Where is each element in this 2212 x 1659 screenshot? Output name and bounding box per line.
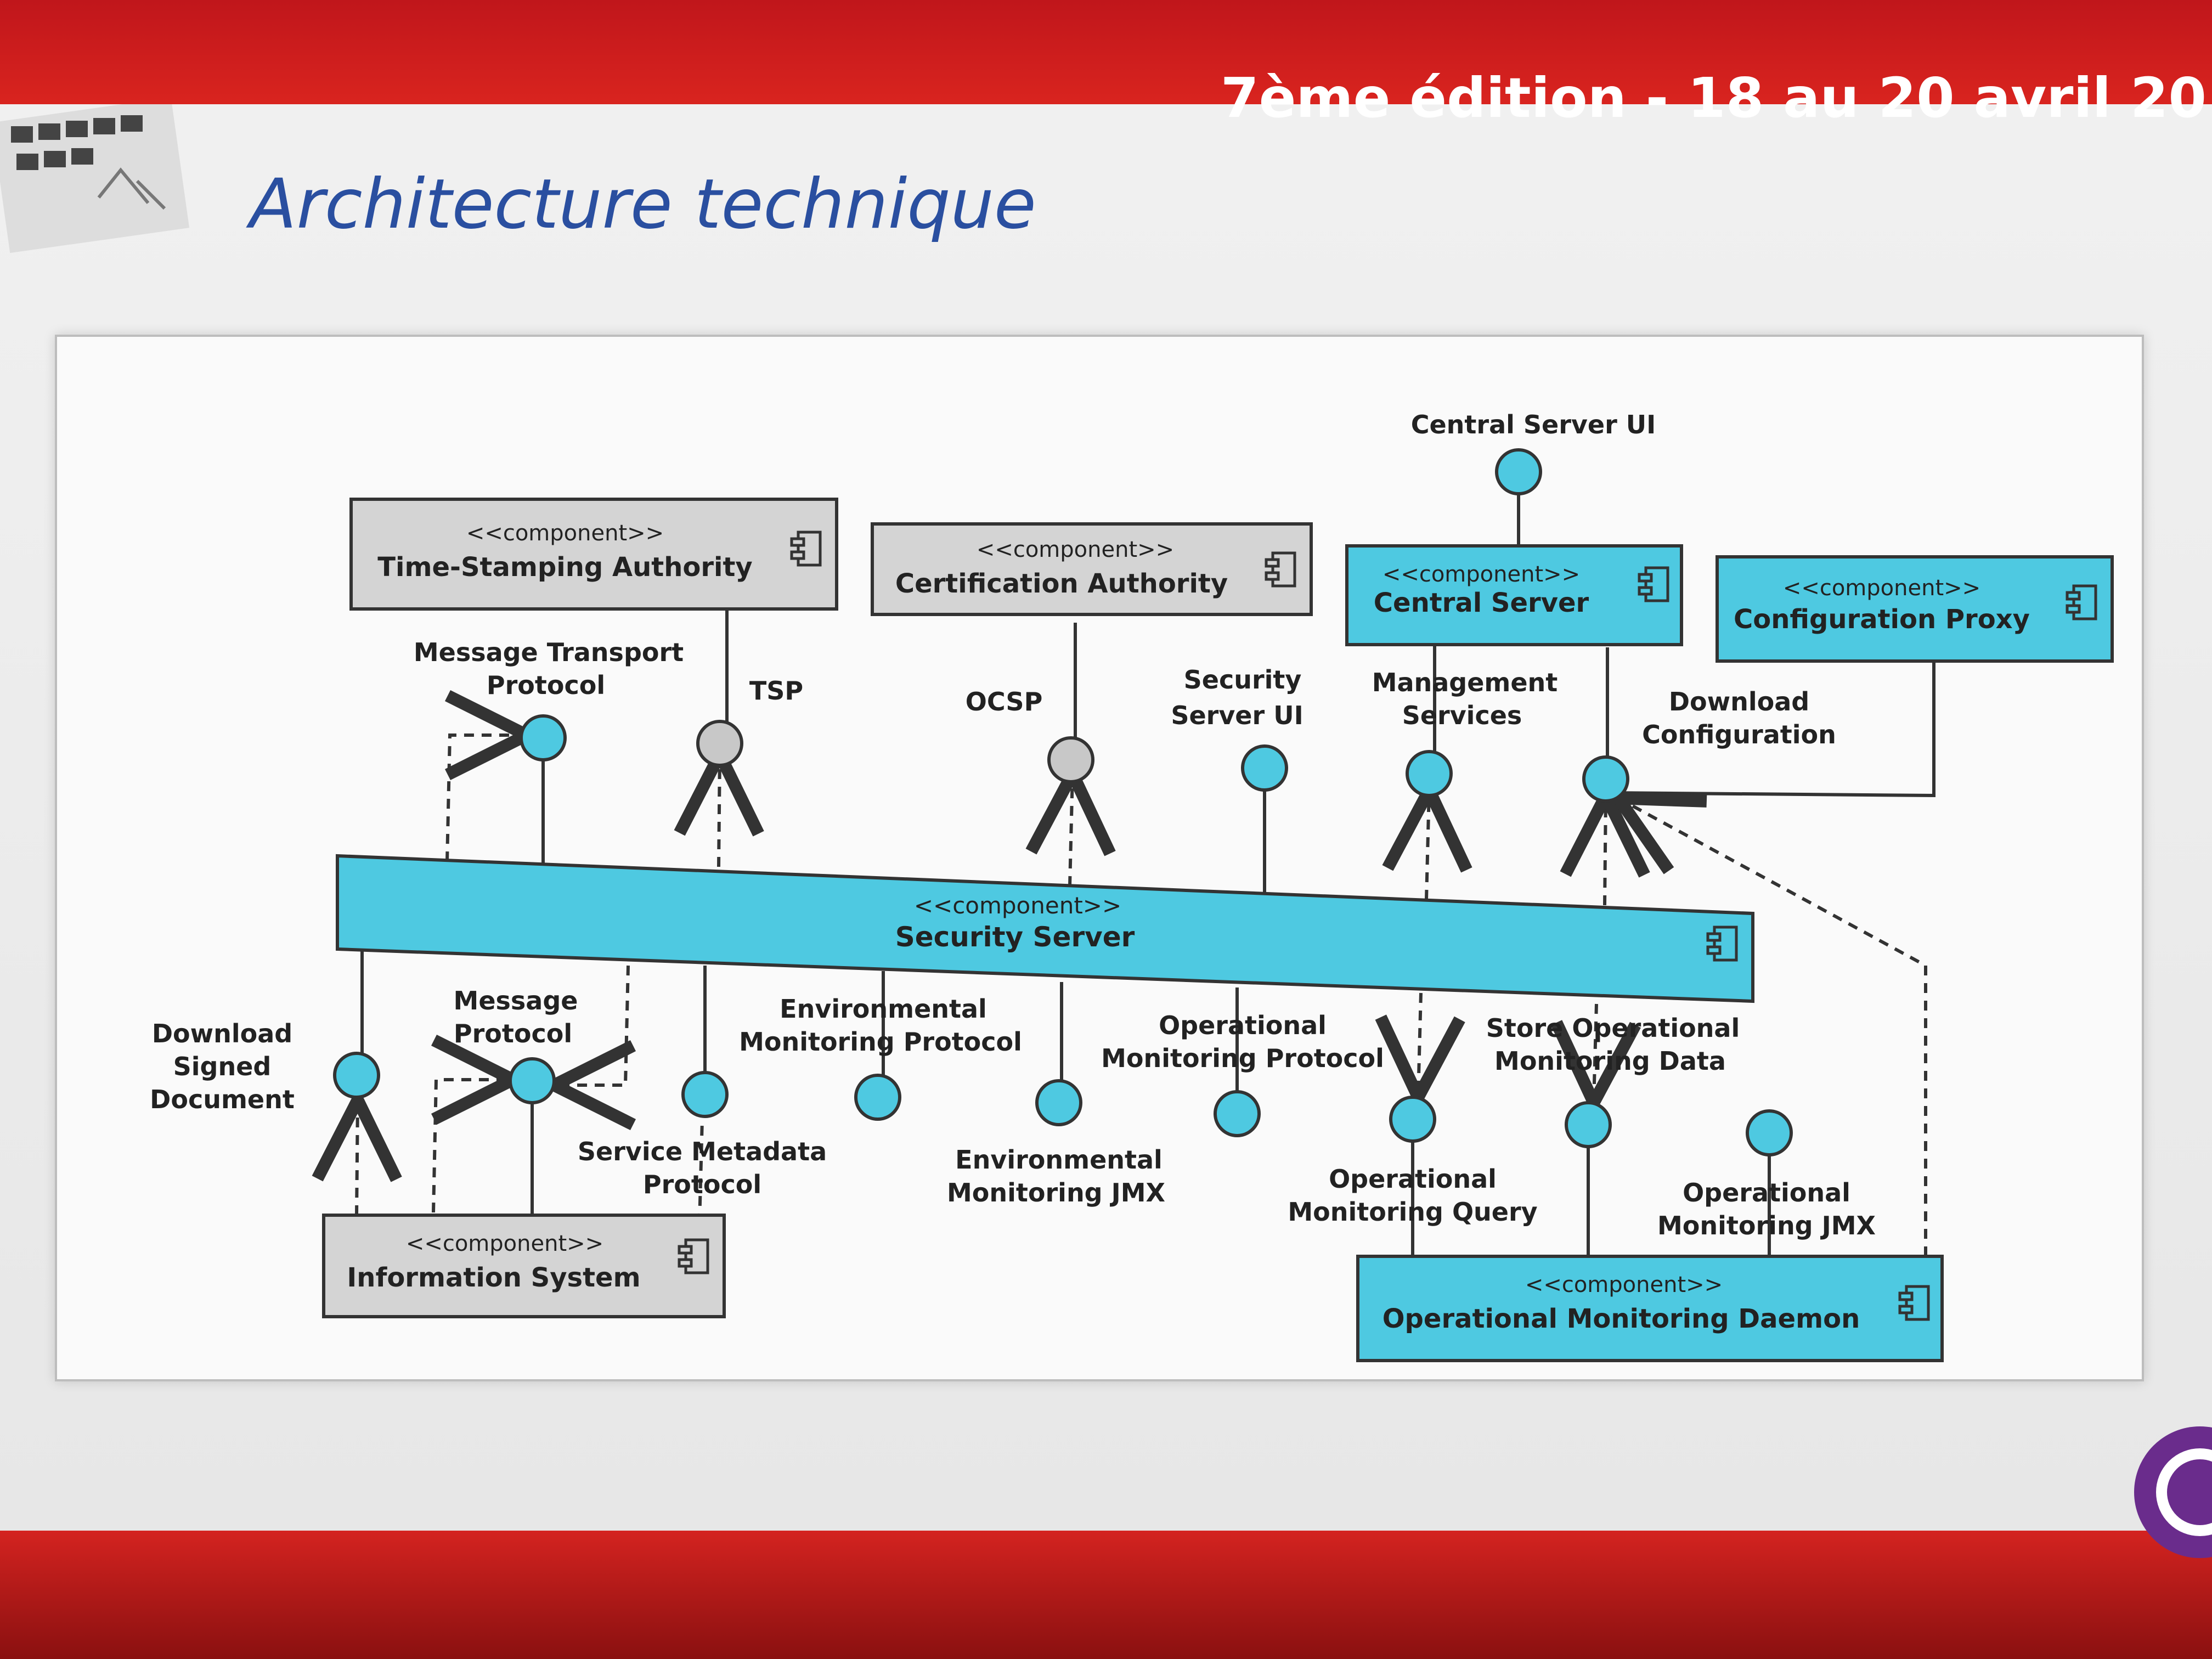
store-op-monitoring-interface-icon [1565, 1101, 1612, 1148]
message-protocol-interface-icon [509, 1057, 556, 1104]
page-title: Architecture technique [250, 165, 1036, 244]
label-op-monitoring-query: Monitoring Query [1288, 1197, 1537, 1227]
label-env-monitoring-protocol: Environmental [780, 994, 987, 1024]
svg-text:Certification Authority: Certification Authority [895, 568, 1228, 599]
label-security-server-ui: Security [1184, 665, 1302, 695]
component-time-stamping-authority: <<component>> Time-Stamping Authority [349, 498, 838, 611]
op-monitoring-protocol-interface-icon [1214, 1090, 1261, 1137]
label-op-monitoring-jmx: Operational [1683, 1178, 1850, 1207]
svg-text:<<component>>: <<component>> [1383, 562, 1580, 587]
label-download-configuration: Configuration [1642, 720, 1836, 749]
download-signed-document-interface-icon [333, 1052, 380, 1099]
central-server-ui-interface-icon [1495, 448, 1542, 495]
keyboard-logo-icon [0, 104, 190, 253]
label-op-monitoring-protocol: Monitoring Protocol [1101, 1043, 1384, 1073]
label-store-op-monitoring: Monitoring Data [1494, 1046, 1726, 1076]
tsp-interface-icon [696, 720, 743, 767]
label-env-monitoring-protocol: Monitoring Protocol [739, 1027, 1022, 1057]
service-metadata-interface-icon [681, 1071, 729, 1118]
svg-text:Configuration Proxy: Configuration Proxy [1734, 604, 2030, 635]
component-icon [790, 531, 822, 567]
edition-text: 7ème édition - 18 au 20 avril 20 [1221, 66, 2207, 130]
management-services-interface-icon [1406, 750, 1453, 797]
label-message-transport: Protocol [487, 670, 605, 700]
component-icon [1706, 926, 1738, 962]
svg-text:Operational Monitoring Daemon: Operational Monitoring Daemon [1383, 1304, 1860, 1334]
label-op-monitoring-protocol: Operational [1159, 1011, 1327, 1040]
label-central-server-ui: Central Server UI [1411, 410, 1656, 439]
label-op-monitoring-query: Operational [1329, 1164, 1497, 1194]
label-download-signed-document: Signed [173, 1052, 272, 1081]
op-monitoring-query-interface-icon [1389, 1096, 1436, 1143]
component-icon [1638, 566, 1669, 602]
svg-text:Time-Stamping Authority: Time-Stamping Authority [377, 552, 752, 583]
component-security-server: <<component>> Security Server [336, 854, 1754, 1003]
component-configuration-proxy: <<component>> Configuration Proxy [1716, 555, 2114, 663]
component-central-server: <<component>> Central Server [1345, 544, 1683, 646]
component-information-system: <<component>> Information System [322, 1214, 726, 1318]
svg-text:<<component>>: <<component>> [1783, 575, 1980, 601]
svg-text:<<component>>: <<component>> [406, 1231, 603, 1256]
security-server-ui-interface-icon [1241, 744, 1288, 792]
label-management-services: Services [1402, 701, 1522, 730]
top-banner: 7ème édition - 18 au 20 avril 20 [0, 0, 2212, 130]
svg-text:Security Server: Security Server [895, 921, 1135, 953]
svg-text:<<component>>: <<component>> [1525, 1272, 1723, 1297]
component-icon [1265, 551, 1296, 588]
component-icon [678, 1238, 709, 1274]
label-env-monitoring-jmx: Monitoring JMX [947, 1178, 1165, 1207]
label-security-server-ui: Server UI [1171, 701, 1303, 730]
label-op-monitoring-jmx: Monitoring JMX [1657, 1211, 1876, 1240]
op-monitoring-jmx-interface-icon [1746, 1109, 1793, 1156]
ocsp-interface-icon [1047, 736, 1094, 783]
svg-text:Central Server: Central Server [1374, 588, 1589, 618]
label-download-signed-document: Download [152, 1019, 292, 1048]
component-operational-monitoring-daemon: <<component>> Operational Monitoring Dae… [1356, 1255, 1944, 1362]
label-ocsp: OCSP [966, 687, 1043, 716]
component-icon [2066, 584, 2097, 620]
circle-logo-icon [2134, 1426, 2212, 1558]
label-management-services: Management [1372, 668, 1558, 697]
env-monitoring-protocol-interface-icon [854, 1074, 901, 1121]
component-certification-authority: <<component>> Certification Authority [871, 522, 1313, 616]
label-download-configuration: Download [1669, 687, 1809, 716]
label-message-protocol: Message [454, 986, 578, 1015]
label-store-op-monitoring: Store Operational [1486, 1013, 1740, 1043]
component-icon [1898, 1285, 1930, 1321]
label-service-metadata: Service Metadata [578, 1137, 827, 1166]
svg-text:Information System: Information System [347, 1262, 640, 1293]
label-tsp: TSP [749, 676, 803, 706]
download-configuration-interface-icon [1582, 755, 1629, 803]
label-message-transport: Message Transport [414, 637, 684, 667]
message-transport-interface-icon [520, 714, 567, 761]
label-service-metadata: Protocol [643, 1170, 761, 1199]
label-env-monitoring-jmx: Environmental [955, 1145, 1163, 1175]
bottom-banner [0, 1531, 2212, 1659]
label-download-signed-document: Document [150, 1085, 295, 1114]
svg-text:<<component>>: <<component>> [977, 537, 1174, 562]
env-monitoring-jmx-interface-icon [1035, 1079, 1082, 1126]
label-message-protocol: Protocol [454, 1019, 572, 1048]
svg-text:<<component>>: <<component>> [466, 521, 664, 546]
svg-text:<<component>>: <<component>> [914, 892, 1121, 919]
